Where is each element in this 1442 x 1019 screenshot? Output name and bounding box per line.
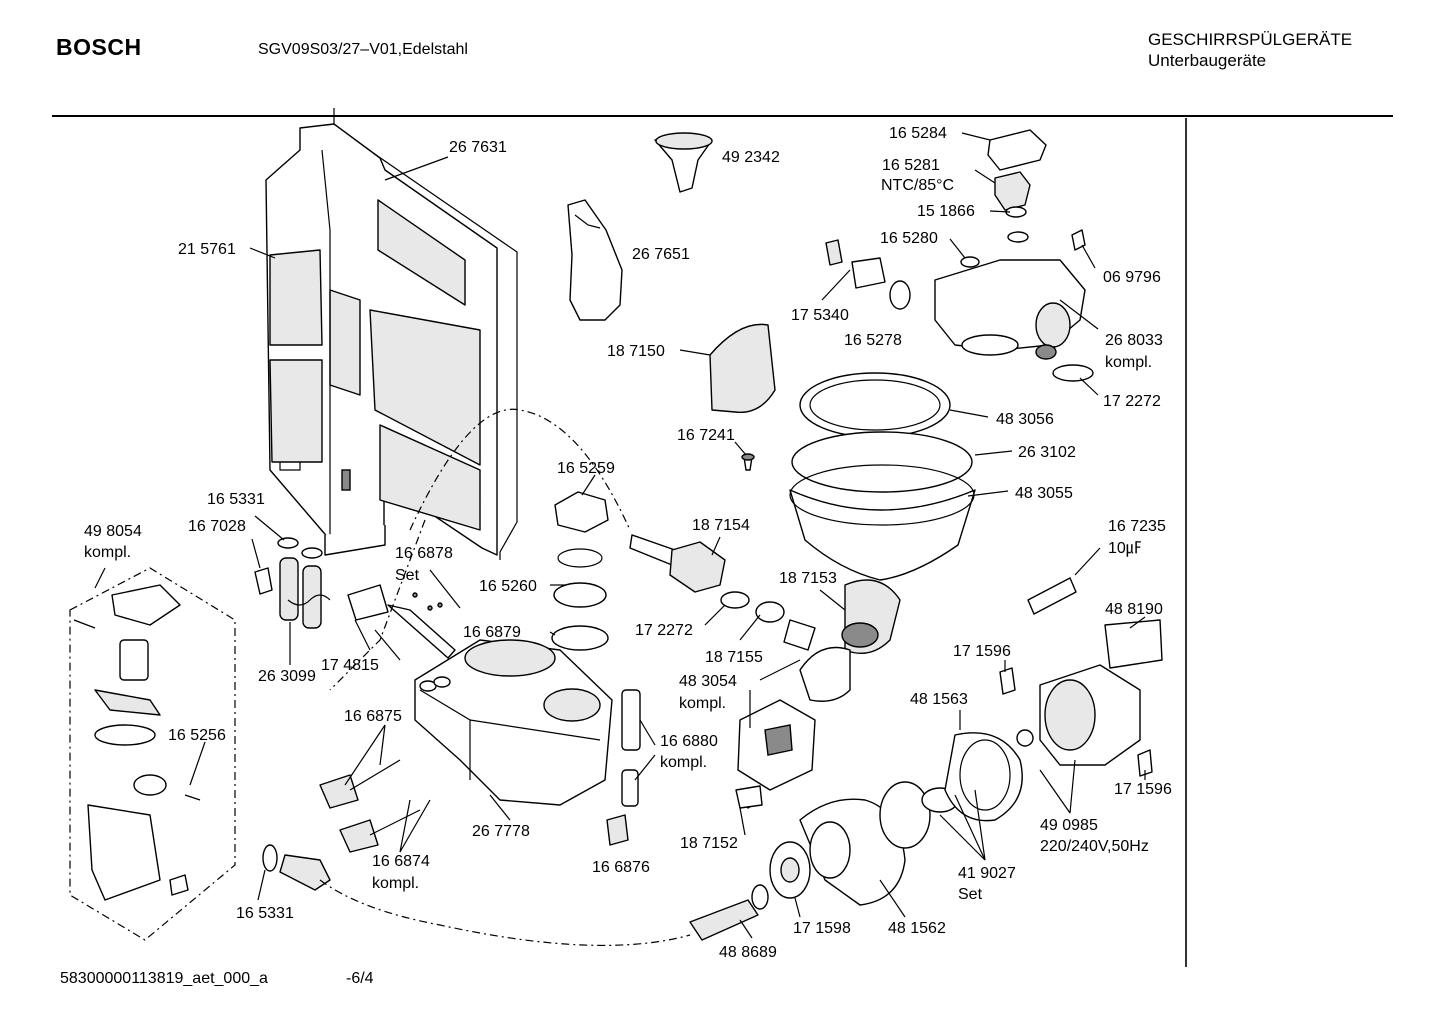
label-481562: 48 1562 <box>888 920 946 937</box>
hose-part <box>262 844 769 941</box>
jug-part <box>567 199 623 321</box>
label-166874: 16 6874 <box>372 853 430 870</box>
label-166880-kompl: kompl. <box>660 754 707 771</box>
label-165280: 16 5280 <box>880 230 938 247</box>
label-166876: 16 6876 <box>592 859 650 876</box>
label-172272-top: 17 2272 <box>1103 393 1161 410</box>
part-number-labels: 26 7631 49 2342 16 5284 16 5281 NTC/85°C… <box>84 125 1172 961</box>
salt-cap-part <box>551 491 609 651</box>
label-167241: 16 7241 <box>677 427 735 444</box>
label-171596-top: 17 1596 <box>953 643 1011 660</box>
door-panel-part <box>265 108 518 560</box>
label-483056: 48 3056 <box>996 411 1054 428</box>
hose-route-line <box>409 408 631 531</box>
valve-route-line <box>329 519 426 691</box>
label-187155: 18 7155 <box>705 649 763 666</box>
label-488190: 48 8190 <box>1105 601 1163 618</box>
label-166880: 16 6880 <box>660 733 718 750</box>
label-263102: 26 3102 <box>1018 444 1076 461</box>
label-166878: 16 6878 <box>395 545 453 562</box>
valve-part <box>347 584 456 659</box>
label-481563: 48 1563 <box>910 691 968 708</box>
label-174815: 17 4815 <box>321 657 379 674</box>
model-title: SGV09S03/27–V01,Edelstahl <box>258 41 468 58</box>
label-488689: 48 8689 <box>719 944 777 961</box>
label-166875: 16 6875 <box>344 708 402 725</box>
label-187153: 18 7153 <box>779 570 837 587</box>
label-419027: 41 9027 <box>958 865 1016 882</box>
label-483054: 48 3054 <box>679 673 737 690</box>
label-165260: 16 5260 <box>479 578 537 595</box>
label-166879: 16 6879 <box>463 624 521 641</box>
funnel-part <box>654 132 713 193</box>
label-187150: 18 7150 <box>607 343 665 360</box>
level-sensor-part <box>319 759 421 853</box>
capacitor-part <box>1027 577 1077 615</box>
sump-part <box>789 372 976 654</box>
label-267631: 26 7631 <box>449 139 507 156</box>
label-215761: 21 5761 <box>178 241 236 258</box>
label-165331-top: 16 5331 <box>207 491 265 508</box>
label-set-166878: Set <box>395 567 420 584</box>
label-165278: 16 5278 <box>844 332 902 349</box>
label-268033-kompl: kompl. <box>1105 354 1152 371</box>
label-498054: 49 8054 <box>84 523 142 540</box>
label-167028: 16 7028 <box>188 518 246 535</box>
label-187154: 18 7154 <box>692 517 750 534</box>
label-165259: 16 5259 <box>557 460 615 477</box>
category-title: GESCHIRRSPÜLGERÄTE <box>1148 30 1353 49</box>
clip-parts <box>735 667 1153 809</box>
label-483054-kompl: kompl. <box>679 695 726 712</box>
label-166874-kompl: kompl. <box>372 875 419 892</box>
aquastop-assembly-part <box>69 567 236 941</box>
leader-lines <box>94 132 1146 939</box>
label-set-419027: Set <box>958 886 983 903</box>
drain-route-line <box>319 879 691 946</box>
label-267778: 26 7778 <box>472 823 530 840</box>
float-part <box>606 689 641 846</box>
label-165281: 16 5281 <box>882 157 940 174</box>
label-263099: 26 3099 <box>258 668 316 685</box>
label-069796: 06 9796 <box>1103 269 1161 286</box>
label-187152: 18 7152 <box>680 835 738 852</box>
footer-document-code: 58300000113819_aet_000_a <box>60 970 268 987</box>
pump-motor-part <box>769 729 1034 906</box>
label-172272-mid: 17 2272 <box>635 622 693 639</box>
label-volt: 220/240V,50Hz <box>1040 838 1149 855</box>
label-175340: 17 5340 <box>791 307 849 324</box>
brand-logo: BOSCH <box>56 34 142 60</box>
category-subtitle: Unterbaugeräte <box>1148 51 1267 70</box>
drain-pump-part <box>1039 619 1163 766</box>
screw-part <box>741 453 755 471</box>
water-softener-part <box>414 639 613 806</box>
label-10mf: 10㎌ <box>1108 540 1142 557</box>
label-167235: 16 7235 <box>1108 518 1166 535</box>
label-498054-kompl: kompl. <box>84 544 131 561</box>
label-165284: 16 5284 <box>889 125 947 142</box>
label-151866: 15 1866 <box>917 203 975 220</box>
water-diverter-part <box>825 229 1094 382</box>
pipe-assembly-part <box>629 534 851 702</box>
label-492342: 49 2342 <box>722 149 780 166</box>
label-267651: 26 7651 <box>632 246 690 263</box>
label-171596-bottom: 17 1596 <box>1114 781 1172 798</box>
label-171598: 17 1598 <box>793 920 851 937</box>
label-268033: 26 8033 <box>1105 332 1163 349</box>
label-ntc: NTC/85°C <box>881 177 954 194</box>
cover-part <box>709 323 776 414</box>
label-165256: 16 5256 <box>168 727 226 744</box>
label-483055: 48 3055 <box>1015 485 1073 502</box>
footer-page-number: -6/4 <box>346 970 374 987</box>
label-490985: 49 0985 <box>1040 817 1098 834</box>
springs-part <box>254 537 331 629</box>
label-165331-bottom: 16 5331 <box>236 905 294 922</box>
